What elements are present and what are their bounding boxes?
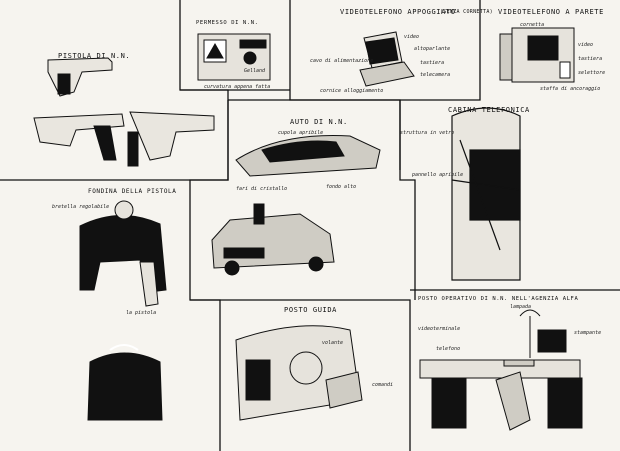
booth-note-panel: pannello apribile [412,172,464,178]
desk-videophone-note-cable: cavo di alimentazione [310,58,374,64]
car-note-floor: fondo alto [326,184,357,190]
workstation-note-lamp: lampada [510,304,532,310]
desk-videophone-note-frame: cornice alloggiamento [320,88,384,94]
wall-videophone-note-handset: cornetta [520,22,545,28]
desk-videophone-illustration [359,31,415,87]
pistol-title: PISTOLA DI N.N. [58,52,131,60]
workstation-note-video: videoterminale [418,326,461,332]
wall-videophone-note-bracket: staffa di ancoraggio [540,86,601,92]
cockpit-note-controls: comandi [372,382,394,388]
cockpit-illustration [235,325,363,421]
workstation-note-printer: stampante [574,330,602,336]
car-note-lights: fari di cristallo [236,186,288,192]
cockpit-title: POSTO GUIDA [284,306,337,314]
wall-videophone-note-video: video [578,42,594,48]
desk-videophone-note-keys: tastiera [420,60,445,66]
car-note-dome: cupola apribile [278,130,324,136]
booth-title: CABINA TELEFONICA [448,106,530,114]
phone-booth-illustration [451,107,521,281]
wall-videophone-note-selector: selettore [578,70,606,76]
permit-signature: Gelland [244,68,266,74]
id-card-illustration [197,33,271,81]
desk-videophone-note-video: video [404,34,420,40]
car-illustration [211,135,381,276]
pistol-illustrations [33,57,215,167]
wall-videophone-illustration [499,27,575,83]
desk-videophone-subtitle: (SENZA CORNETTA) [440,9,493,15]
workstation-illustration [419,309,583,431]
workstation-note-phone: telefono [436,346,461,352]
desk-videophone-note-speaker: altoparlante [414,46,451,52]
desk-videophone-note-camera: telecamera [420,72,451,78]
permit-title: PERMESSO DI N.N. [196,20,259,26]
cockpit-note-wheel: volante [322,340,344,346]
permit-note: curvatura appena fatta [204,84,271,90]
desk-videophone-title: VIDEOTELEFONO APPOGGIATO [340,8,456,16]
booth-note-glass: struttura in vetro [400,130,455,136]
wall-videophone-note-keys: tastiera [578,56,603,62]
wall-videophone-title: VIDEOTELEFONO A PARETE [498,8,604,16]
workstation-title: POSTO OPERATIVO DI N.N. NELL'AGENZIA ALF… [418,296,579,302]
holster-note-strap: bretella regolabile [52,204,110,210]
holster-note-gun: la pistola [126,310,157,316]
holster-illustration [79,200,167,421]
holster-title: FONDINA DELLA PISTOLA [88,188,177,195]
car-title: AUTO DI N.N. [290,118,348,126]
